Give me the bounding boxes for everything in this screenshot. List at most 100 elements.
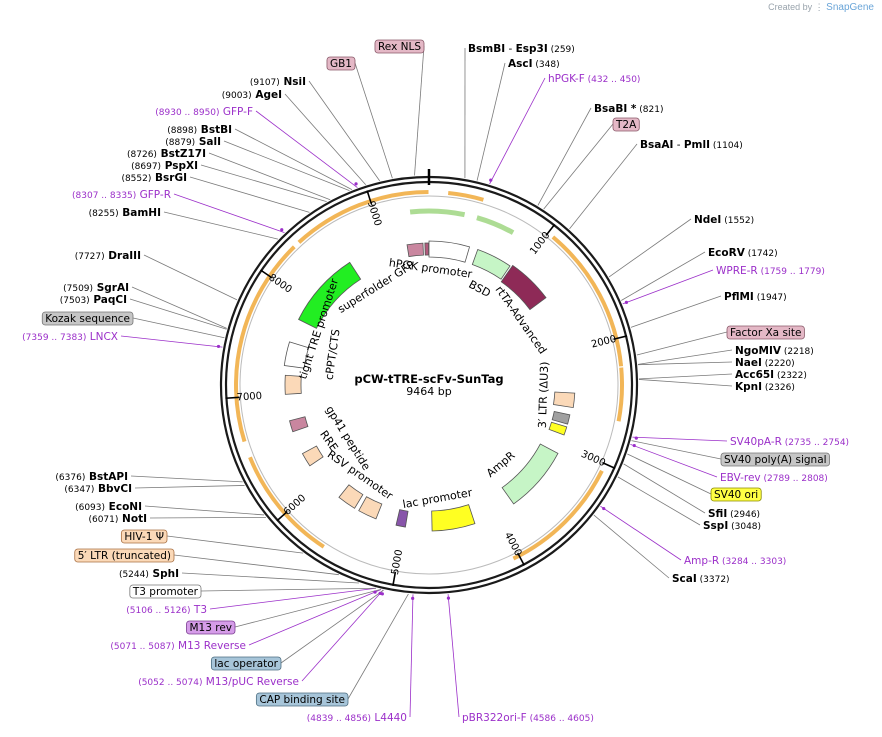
feat-t2a[interactable]: T2A — [612, 117, 640, 132]
enz-sspi[interactable]: SspI (3048) — [703, 520, 761, 532]
feat-rex-nls[interactable]: Rex NLS — [374, 39, 425, 54]
primer-m13-reverse[interactable]: (5071 .. 5087) M13 Reverse — [110, 640, 246, 652]
feat-factor-xa-text: Factor Xa site — [730, 327, 801, 339]
primer-l4440[interactable]: (4839 .. 4856) L4440 — [307, 712, 407, 724]
label-part: SgrAI — [93, 282, 129, 294]
label-part: (3048) — [728, 522, 761, 532]
enz-pspxi-text: (8697) PspXI — [131, 160, 198, 172]
feat-factor-xa[interactable]: Factor Xa site — [726, 325, 805, 340]
enz-bbvci[interactable]: (6347) BbvCI — [64, 483, 132, 495]
label-part: NsiI — [280, 76, 306, 88]
enz-econi[interactable]: (6093) EcoNI — [75, 501, 142, 513]
label-part: AgeI — [252, 89, 282, 101]
enz-ngomiv[interactable]: NgoMIV (2218) — [735, 345, 814, 357]
primer-hpgk-f[interactable]: hPGK-F (432 .. 450) — [548, 73, 640, 85]
label-part: (5052 .. 5074) — [138, 678, 202, 688]
feat-t3-promoter[interactable]: T3 promoter — [129, 584, 202, 599]
feat-t2a-box — [612, 117, 640, 132]
enz-bsabi[interactable]: BsaBI * (821) — [594, 103, 663, 115]
leader-line — [234, 589, 382, 628]
leader-line — [447, 594, 460, 718]
primer-ebv-rev[interactable]: EBV-rev (2789 .. 2808) — [720, 472, 828, 484]
primer-pbr322ori-f[interactable]: pBR322ori-F (4586 .. 4605) — [462, 712, 594, 724]
tick-label: 6000 — [282, 493, 308, 518]
enz-bamhi[interactable]: (8255) BamHI — [89, 207, 161, 219]
enz-sali[interactable]: (8879) SalI — [165, 136, 221, 148]
enz-pspxi[interactable]: (8697) PspXI — [131, 160, 198, 172]
enz-agei[interactable]: (9003) AgeI — [222, 89, 282, 101]
feat-m13-rev[interactable]: M13 rev — [186, 620, 236, 635]
feat-cap-binding-box — [255, 692, 349, 707]
label-part: CAP binding site — [259, 694, 345, 706]
feat-kozak[interactable]: Kozak sequence — [41, 311, 134, 326]
tick-mark — [276, 510, 288, 522]
primer-sv40pa-r[interactable]: SV40pA-R (2735 .. 2754) — [730, 436, 849, 448]
label-part: BstAPI — [85, 471, 128, 483]
leader-line — [543, 123, 614, 210]
feat-sv40-polya[interactable]: SV40 poly(A) signal — [720, 452, 830, 467]
label-part: (4586 .. 4605) — [527, 714, 594, 724]
enz-ndei[interactable]: NdeI (1552) — [694, 214, 754, 226]
enz-kpni[interactable]: KpnI (2326) — [735, 381, 795, 393]
enz-sgrai[interactable]: (7509) SgrAI — [63, 282, 129, 294]
feat-hiv1-psi-text: HIV-1 Ψ — [124, 531, 164, 543]
label-part: ScaI — [672, 573, 697, 585]
enz-bstapi[interactable]: (6376) BstAPI — [55, 471, 128, 483]
enz-sfii[interactable]: SfiI (2946) — [708, 508, 760, 520]
leader-line — [608, 218, 692, 278]
enz-draiii[interactable]: (7727) DraIII — [75, 250, 141, 262]
enz-agei-text: (9003) AgeI — [222, 89, 282, 101]
primer-amp-r[interactable]: Amp-R (3284 .. 3303) — [684, 555, 786, 567]
primer-gfp-r[interactable]: (8307 .. 8335) GFP-R — [72, 189, 171, 201]
label-part: (348) — [533, 60, 560, 70]
primer-wpre-r-text: WPRE-R (1759 .. 1779) — [716, 265, 825, 277]
enz-naei[interactable]: NaeI (2220) — [735, 357, 795, 369]
enz-ecorv[interactable]: EcoRV (1742) — [708, 247, 778, 259]
feat-cap-binding[interactable]: CAP binding site — [255, 692, 349, 707]
label-part: NdeI — [694, 214, 721, 226]
label-part: (1759 .. 1779) — [758, 267, 825, 277]
label-part: 5′ LTR (truncated) — [78, 550, 171, 562]
feat-sv40-ori[interactable]: SV40 ori — [710, 487, 762, 502]
primer-m13-reverse-text: (5071 .. 5087) M13 Reverse — [110, 640, 246, 652]
enz-paqci-text: (7503) PaqCI — [60, 294, 127, 306]
primer-m13-puc-rev[interactable]: (5052 .. 5074) M13/pUC Reverse — [138, 676, 299, 688]
cppt-block — [284, 374, 302, 395]
enz-bstbi[interactable]: (8898) BstBI — [167, 124, 232, 136]
enz-bstz17i[interactable]: (8726) BstZ17I — [127, 148, 206, 160]
label-part: (8879) — [165, 138, 195, 148]
label-part: HIV-1 Ψ — [124, 531, 164, 543]
feat-5ltr[interactable]: 5′ LTR (truncated) — [74, 548, 175, 563]
feat-gb1[interactable]: GB1 — [326, 56, 356, 71]
enz-pflmi[interactable]: PflMI (1947) — [724, 291, 787, 303]
enz-ecorv-text: EcoRV (1742) — [708, 247, 778, 259]
enz-bsmbi[interactable]: BsmBI - Esp3I (259) — [468, 43, 575, 55]
primer-gfp-f[interactable]: (8930 .. 8950) GFP-F — [155, 106, 253, 118]
enz-scai[interactable]: ScaI (3372) — [672, 573, 730, 585]
feat-lac-operator[interactable]: lac operator — [210, 656, 282, 671]
feat-hiv1-psi[interactable]: HIV-1 Ψ — [120, 529, 168, 544]
tick-mark — [613, 335, 628, 341]
primer-wpre-r[interactable]: WPRE-R (1759 .. 1779) — [716, 265, 825, 277]
enz-draiii-text: (7727) DraIII — [75, 250, 141, 262]
map-center: pCW-tTRE-scFv-SunTag 9464 bp — [354, 372, 503, 398]
enz-acc65i[interactable]: Acc65I (2322) — [735, 369, 807, 381]
label-part: WPRE-R — [716, 265, 758, 277]
label-part: (6071) — [88, 515, 118, 525]
enz-noti[interactable]: (6071) NotI — [88, 513, 147, 525]
label-part: (4839 .. 4856) — [307, 714, 371, 724]
enz-asci[interactable]: AscI (348) — [508, 58, 560, 70]
enz-sphi[interactable]: (5244) SphI — [119, 568, 179, 580]
label-part: (6376) — [55, 473, 85, 483]
label-part: M13/pUC Reverse — [202, 676, 299, 688]
leader-line — [163, 211, 279, 240]
enz-bsrgi[interactable]: (8552) BsrGI — [121, 172, 187, 184]
label-part: T2A — [615, 119, 637, 131]
leader-line — [636, 331, 728, 356]
enz-bsaai[interactable]: BsaAI - PmlI (1104) — [640, 139, 743, 151]
enz-paqci[interactable]: (7503) PaqCI — [60, 294, 127, 306]
enz-nsii[interactable]: (9107) NsiI — [250, 76, 306, 88]
primer-lncx[interactable]: (7359 .. 7383) LNCX — [22, 331, 118, 343]
label-part: (1947) — [754, 293, 787, 303]
primer-t3[interactable]: (5106 .. 5126) T3 — [126, 604, 207, 616]
